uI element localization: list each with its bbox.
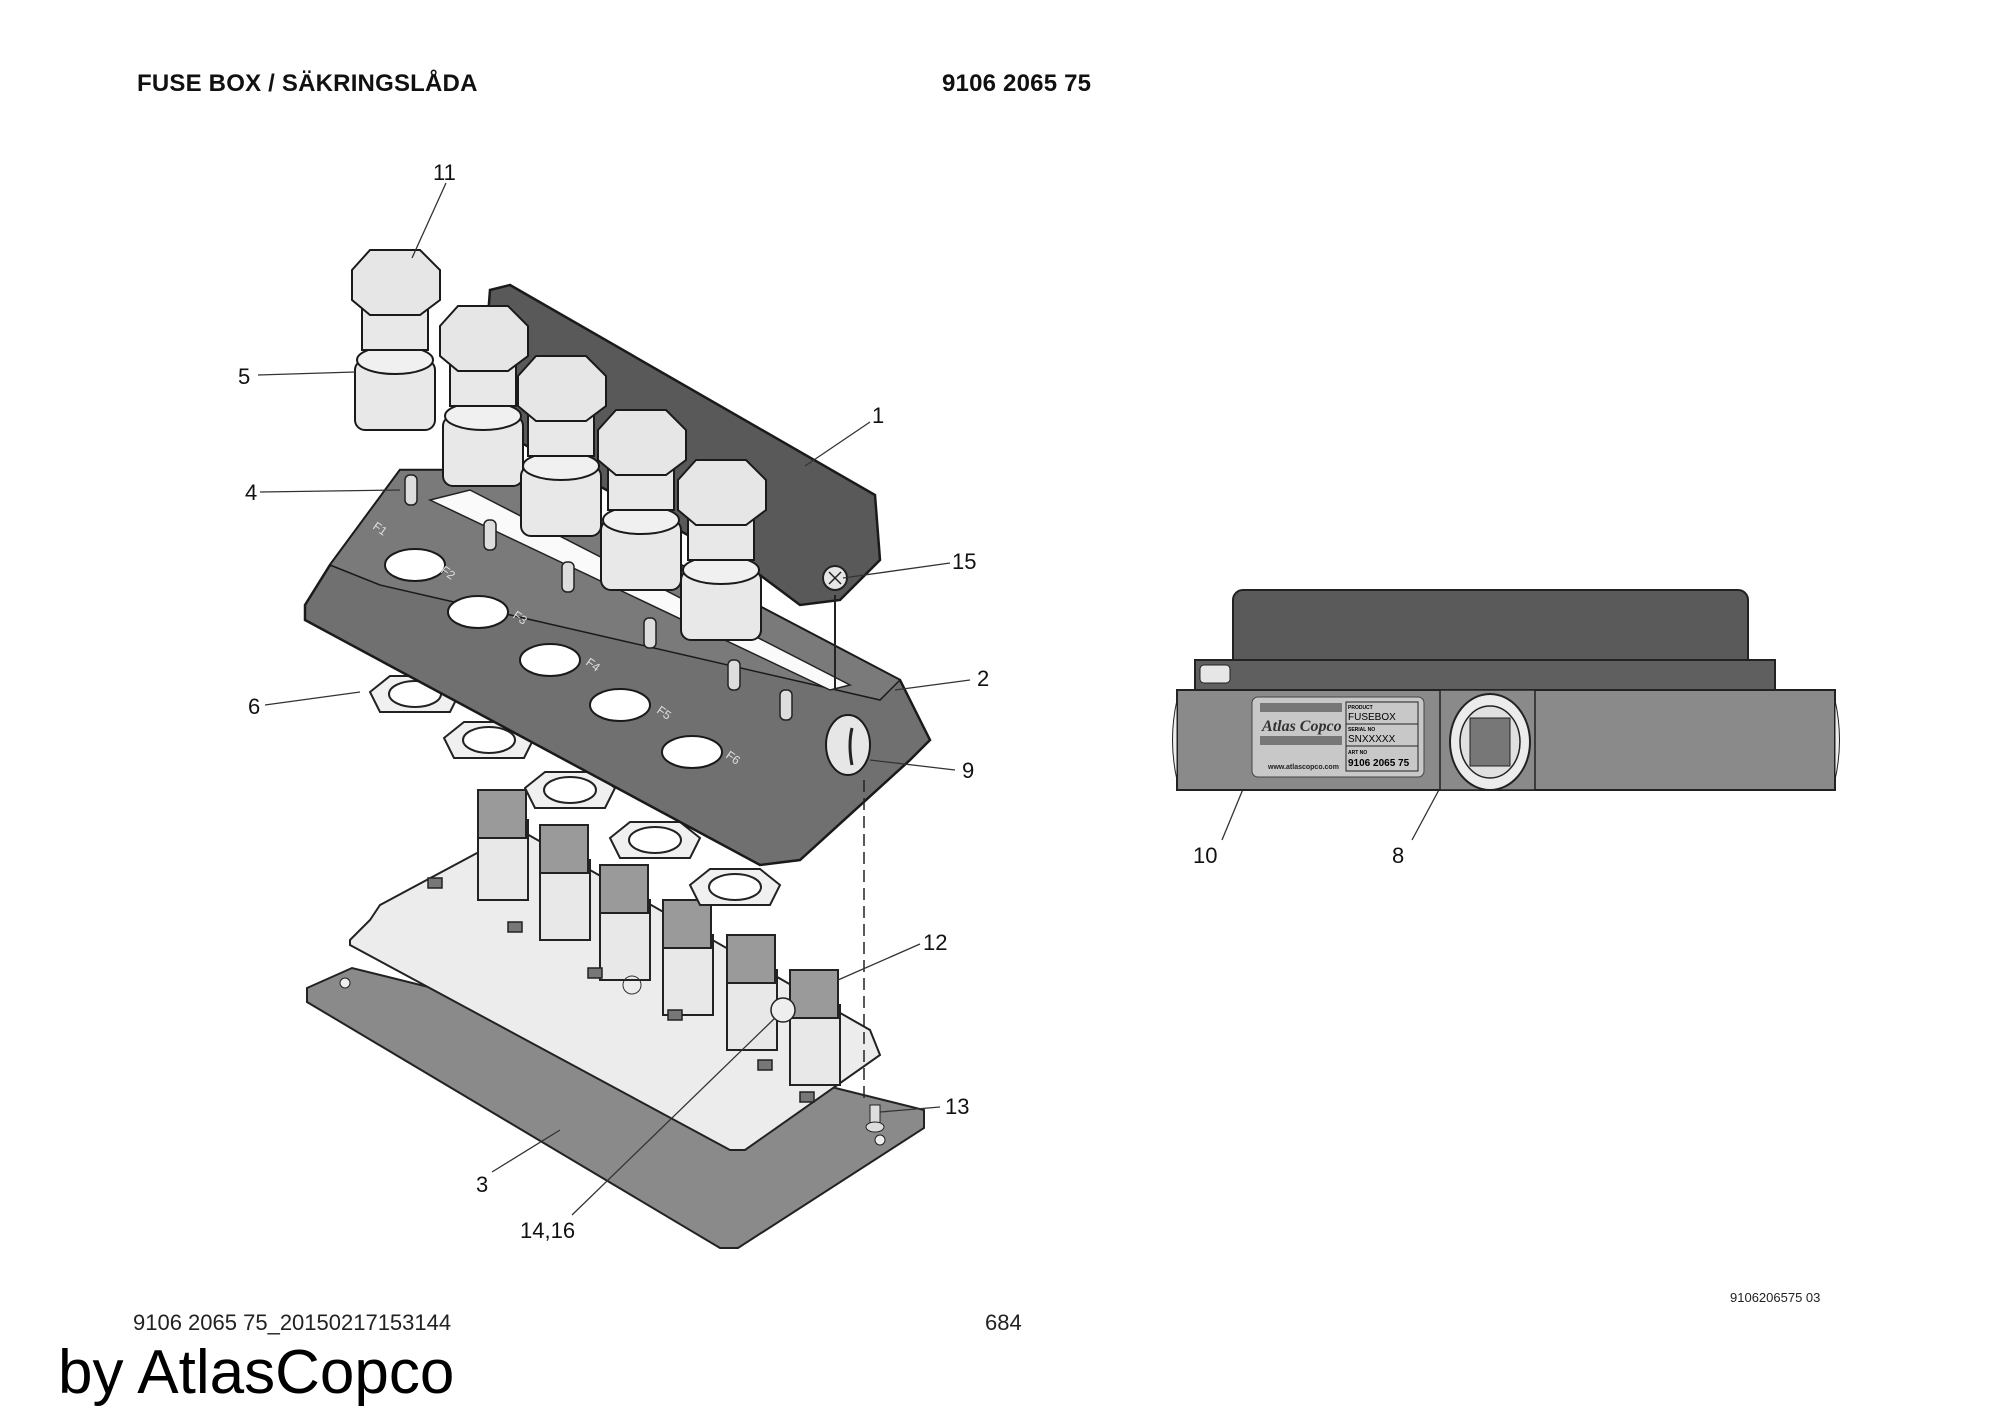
product-caption: PRODUCT (1348, 705, 1373, 711)
watermark: by AtlasCopco (58, 1338, 455, 1407)
product-value: FUSEBOX (1348, 712, 1396, 723)
callout-2: 2 (977, 666, 990, 691)
gland-connector (1469, 717, 1511, 767)
website: www.atlascopco.com (1267, 764, 1339, 771)
drawing-reference: 9106206575 03 (1730, 1290, 1821, 1305)
callout-1: 1 (872, 403, 885, 428)
document-id: 9106 2065 75_20150217153144 (133, 1310, 452, 1335)
fuse-holders (477, 789, 841, 1086)
fuse-holes (384, 548, 723, 769)
relay (770, 997, 796, 1023)
callout-13: 13 (945, 1094, 970, 1119)
callout-15: 15 (952, 549, 977, 574)
gland-plug (825, 714, 871, 776)
guide-pins (404, 474, 793, 721)
page-number: 684 (985, 1310, 1022, 1335)
mounting-hole (339, 977, 351, 989)
callout-9: 9 (962, 758, 975, 783)
pcb-hole (622, 975, 642, 995)
pin (865, 1104, 885, 1133)
callout-10: 10 (1193, 843, 1218, 868)
label-plate: Atlas Copco www.atlascopco.com PRODUCT F… (1251, 696, 1425, 778)
art-value: 9106 2065 75 (1348, 758, 1410, 769)
callout-5: 5 (238, 364, 251, 389)
connectors (351, 249, 767, 641)
pcb-components (427, 877, 815, 1103)
exploded-view: F1 F2 F3 F4 F5 F6 (257, 182, 1456, 1249)
mounting-hole (874, 1134, 886, 1146)
callout-3: 3 (476, 1172, 489, 1197)
pcb-board (349, 828, 882, 1151)
front-tab (1199, 664, 1231, 684)
callout-4: 4 (245, 480, 258, 505)
serial-value: SNXXXXX (1348, 734, 1396, 745)
leader-lines (257, 182, 1456, 1216)
callout-8: 8 (1392, 843, 1405, 868)
callout-11: 11 (433, 160, 456, 185)
front-side-plug (1172, 699, 1178, 781)
serial-caption: SERIAL NO (1348, 727, 1375, 733)
callout-6: 6 (248, 694, 261, 719)
front-view: Atlas Copco www.atlascopco.com PRODUCT F… (1172, 589, 1840, 791)
callout-14-16: 14,16 (520, 1218, 576, 1243)
screw (822, 565, 848, 591)
callout-12: 12 (923, 930, 948, 955)
document-title: FUSE BOX / SÄKRINGSLÅDA (137, 70, 478, 97)
brand-logo: Atlas Copco (1261, 718, 1342, 735)
front-side-plug (1834, 699, 1840, 781)
art-caption: ART NO (1348, 750, 1367, 756)
part-number: 9106 2065 75 (942, 70, 1092, 97)
gland-plug-slot (848, 727, 854, 766)
